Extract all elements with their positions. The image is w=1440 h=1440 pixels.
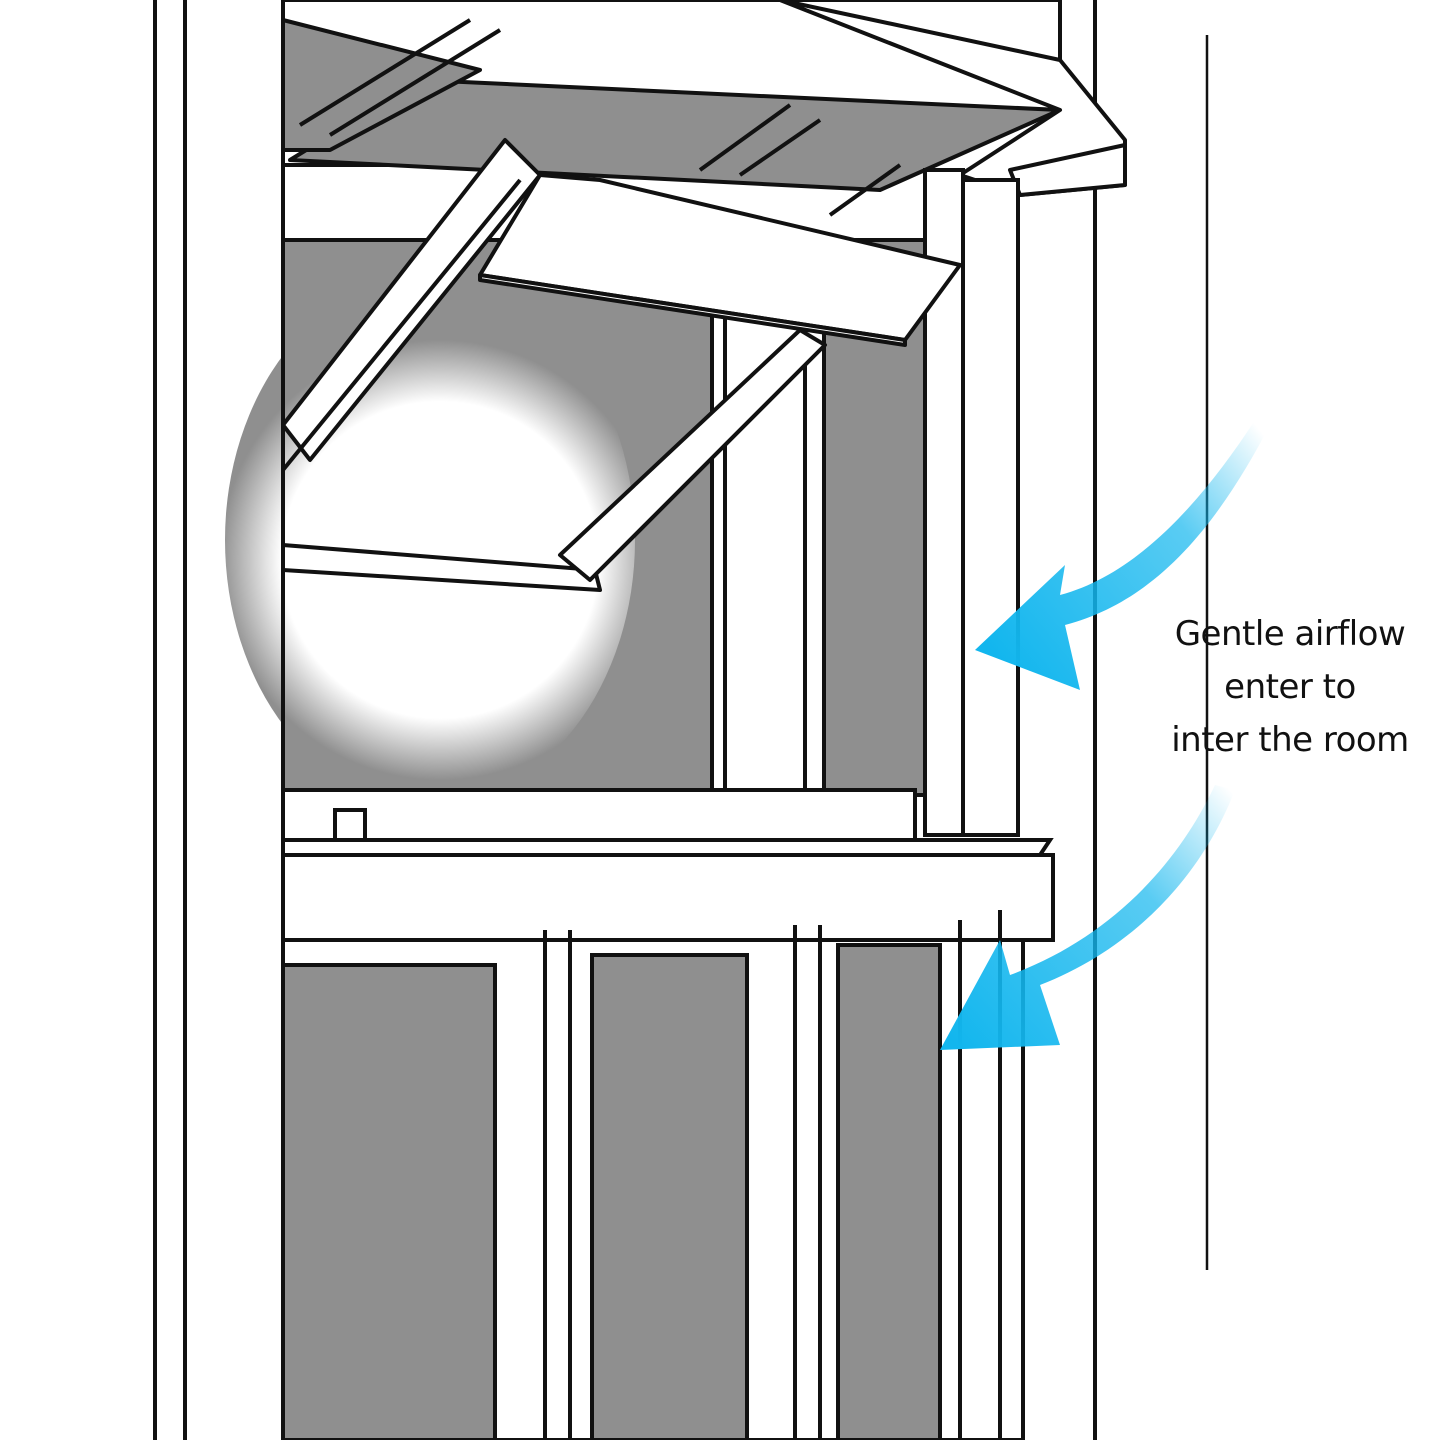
open-transom-sash (281, 138, 962, 592)
annotation-line: inter the room (1171, 720, 1409, 760)
airflow-arrow-icon (975, 420, 1270, 690)
meeting-rail (281, 788, 1055, 942)
ceiling-header (281, 0, 1127, 217)
lower-sash (281, 910, 1025, 1440)
annotation-line: Gentle airflow (1174, 614, 1406, 654)
airflow-annotation: Gentle airflow enter to inter the room (1140, 608, 1440, 767)
window-casing (153, 0, 1209, 1440)
annotation-line: enter to (1224, 667, 1356, 707)
airflow-arrow-icon (940, 785, 1235, 1050)
